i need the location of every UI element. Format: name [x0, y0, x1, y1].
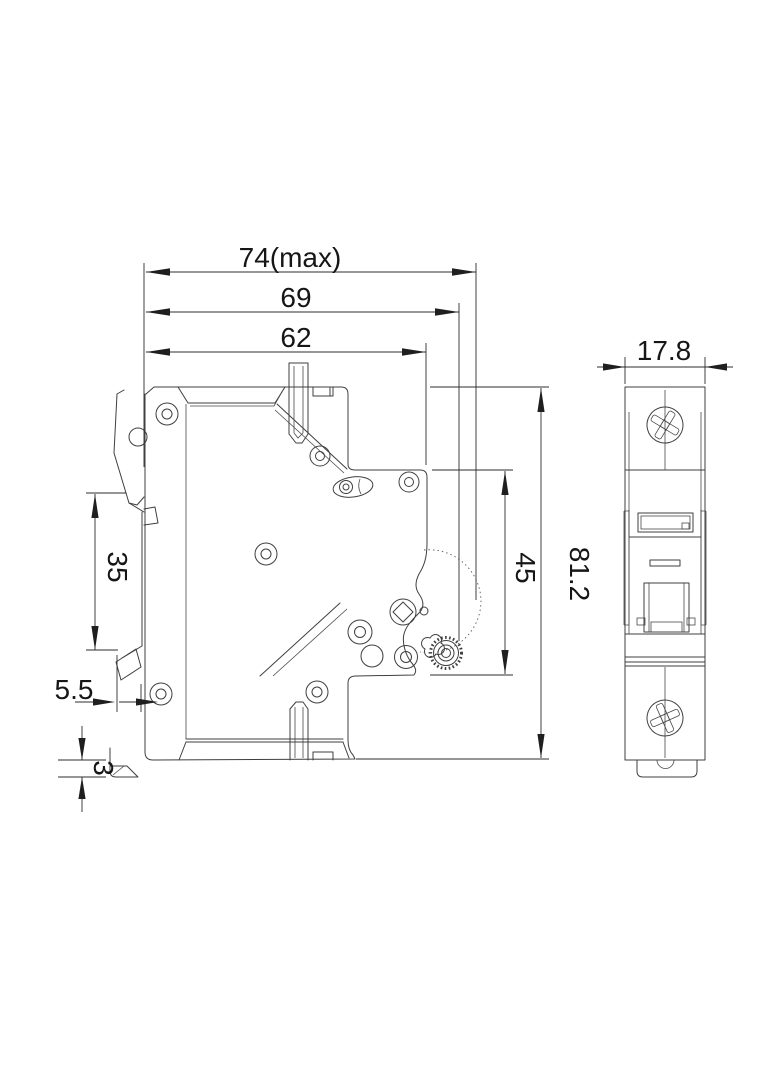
rail-hook-block [143, 506, 159, 526]
dim-label-total-height: 81.2 [564, 547, 595, 602]
face-bands [624, 633, 706, 667]
dimension-din-channel: 35 [86, 492, 133, 651]
bottom-slot [289, 701, 309, 761]
rivet-upper-mid [309, 445, 331, 467]
rivet-bosses [149, 402, 420, 706]
dimension-front-height: 45 [430, 469, 541, 676]
trip-lever-capsule [332, 476, 374, 498]
din-clip-slider [115, 648, 142, 681]
tab-notch-right [686, 617, 696, 626]
top-recess-panel [177, 386, 286, 739]
dim-label-clip-offset: 5.5 [55, 674, 94, 705]
rivet-center [254, 542, 278, 566]
bottom-notch [312, 751, 334, 761]
dimensions: 74(max) 69 62 17.8 81.2 [55, 242, 733, 812]
front-body [624, 386, 706, 761]
dim-label-foot-height: 3 [88, 760, 119, 776]
envelope-arc [419, 549, 482, 654]
clamp-clover [421, 634, 445, 658]
dim-label-width-62: 62 [280, 322, 311, 353]
side-view [109, 362, 482, 778]
front-slant-bottom [259, 602, 348, 677]
dim-label-front-height: 45 [510, 552, 541, 583]
front-foot [636, 759, 698, 778]
dimension-foot-height: 3 [58, 726, 119, 812]
bottom-recess-panel [178, 738, 350, 761]
marking-dash [649, 559, 681, 567]
small-pin-hole [419, 606, 429, 616]
terminal-screw-bottom [646, 699, 684, 737]
dimension-clip-offset: 5.5 [55, 655, 158, 712]
top-notch [312, 386, 334, 397]
terminal-screw-gear [429, 636, 463, 670]
rivet-bottom-mid [305, 680, 329, 704]
terminal-screw-top [646, 406, 684, 444]
mounting-tab-left [623, 510, 630, 626]
rivet-top-left [155, 402, 179, 426]
front-slant-top [274, 403, 348, 474]
dimension-depth: 17.8 [597, 335, 733, 384]
dimension-width-max: 74(max) [143, 242, 477, 600]
dimension-width-62: 62 [146, 322, 427, 465]
dim-label-depth: 17.8 [637, 335, 692, 366]
toggle-front [643, 582, 690, 633]
dimension-total-height: 81.2 [356, 386, 595, 760]
clip-foot [109, 747, 139, 778]
plain-hole [360, 644, 384, 668]
din-clip-top-wing [113, 389, 148, 513]
mounting-tab-right [700, 510, 707, 626]
tab-notch-left [636, 617, 646, 626]
rivet-lower-b [394, 645, 418, 669]
dim-label-width-69: 69 [280, 282, 311, 313]
dim-label-width-max: 74(max) [239, 242, 342, 273]
rivet-bottom-left [149, 682, 173, 706]
label-window [628, 509, 702, 538]
clip-wing-hole [128, 427, 148, 447]
dimension-width-69: 69 [146, 282, 460, 641]
rivet-front-top [398, 471, 420, 493]
front-view [623, 386, 707, 778]
busbar-square-port [389, 598, 429, 626]
rivet-lower-a [347, 619, 373, 645]
side-view-outline [144, 386, 428, 761]
toggle-handle-side [288, 362, 309, 444]
din-channel-edge [121, 511, 143, 659]
dim-label-din-channel: 35 [102, 551, 133, 582]
